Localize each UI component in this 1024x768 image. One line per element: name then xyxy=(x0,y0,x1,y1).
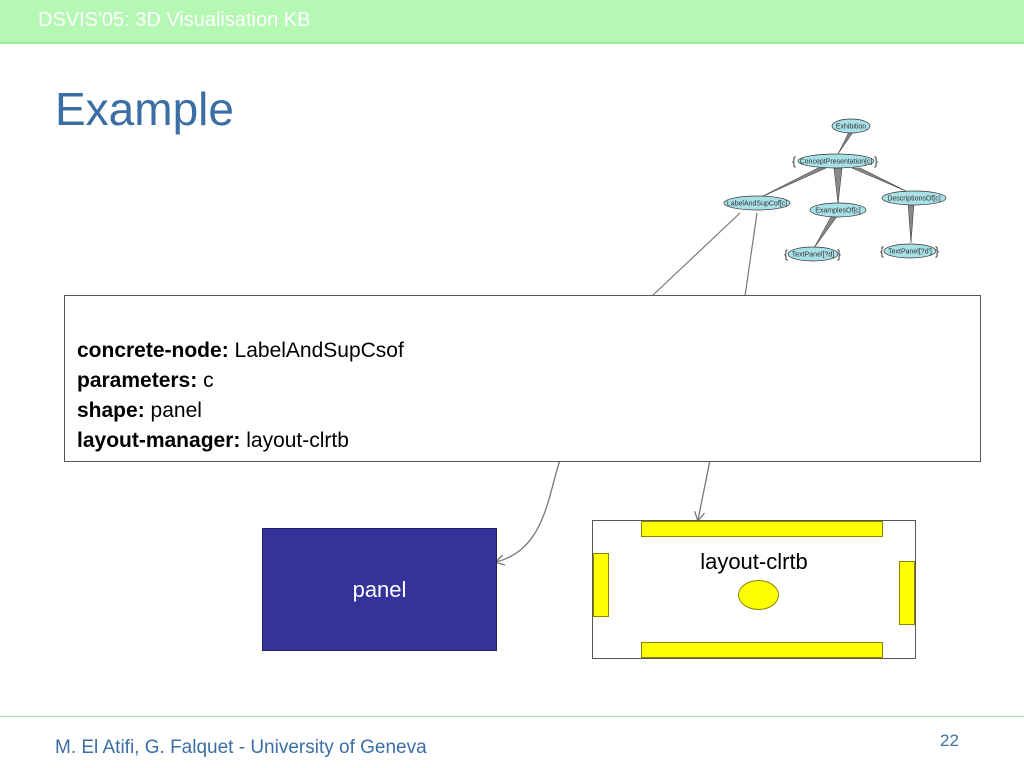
parameters-label: parameters: xyxy=(77,369,198,392)
slide-title: Example xyxy=(55,83,234,135)
edge-concept-examples xyxy=(833,167,843,205)
layout-center-circle xyxy=(738,580,779,610)
node-examples-of-label: ExamplesOf[c] xyxy=(815,208,861,215)
shape-label: shape: xyxy=(77,399,145,422)
header-title: DSVIS'05: 3D Visualisation KB xyxy=(38,9,311,31)
node-examples-of xyxy=(809,202,867,218)
edge-descriptions-textpanel xyxy=(907,202,915,244)
shape-value: panel xyxy=(150,399,202,422)
layout-manager-label: layout-manager: xyxy=(77,429,241,452)
tree-nodes xyxy=(723,118,947,262)
concrete-node-value: LabelAndSupCsof xyxy=(234,339,404,362)
parameters-value: c xyxy=(203,369,214,392)
pointer-line-right xyxy=(744,212,758,297)
footer-authors: M. El Atifi, G. Falquet - University of … xyxy=(55,737,427,758)
arrow-to-layout xyxy=(694,459,711,523)
node-exhibition xyxy=(831,118,871,134)
layout-manager-line: layout-manager: layout-clrtb xyxy=(77,426,404,456)
footer-divider xyxy=(0,716,1024,717)
layout-right-bar xyxy=(899,561,915,625)
concrete-node-line: concrete-node: LabelAndSupCsof xyxy=(77,336,404,366)
layout-clrtb-shape: layout-clrtb xyxy=(592,520,916,659)
layout-bottom-bar xyxy=(641,642,883,658)
header-bar: DSVIS'05: 3D Visualisation KB xyxy=(0,0,1024,44)
brace-close-textpanel-left: } xyxy=(837,247,841,261)
tree-edges xyxy=(758,131,915,249)
brace-close-concept: } xyxy=(874,154,878,168)
shape-line: shape: panel xyxy=(77,396,404,426)
node-textpanel-right-label: TextPanel[?d'] xyxy=(888,249,932,256)
node-label-and-supcof-label: LabelAndSupCof[c] xyxy=(727,201,787,208)
node-textpanel-right xyxy=(883,243,937,259)
panel-shape: panel xyxy=(262,528,497,651)
edge-exhibition-concept xyxy=(837,131,854,155)
layout-label: layout-clrtb xyxy=(700,549,808,574)
node-descriptions-of-label: DescriptionsOf[c] xyxy=(887,196,940,203)
pointer-line-left xyxy=(651,212,741,297)
parameters-line: parameters: c xyxy=(77,366,404,396)
edge-concept-descriptions xyxy=(851,167,909,193)
node-concept-presentation-label: ConceptPresentation[c] xyxy=(800,159,873,166)
node-exhibition-label: Exhibition xyxy=(836,124,866,131)
brace-open-textpanel-right: { xyxy=(880,244,884,258)
brace-open-concept: { xyxy=(792,154,796,168)
node-descriptions-of xyxy=(881,190,947,206)
panel-label: panel xyxy=(352,577,407,602)
node-concept-presentation xyxy=(797,153,875,169)
edge-concept-label xyxy=(758,167,827,199)
layout-left-bar xyxy=(593,553,609,617)
concrete-node-callout: concrete-node: LabelAndSupCsof parameter… xyxy=(64,295,981,462)
callout-pointers xyxy=(651,212,758,297)
edge-examples-textpanel xyxy=(813,214,839,249)
node-textpanel-left xyxy=(787,246,839,262)
layout-manager-value: layout-clrtb xyxy=(246,429,349,452)
page-number: 22 xyxy=(940,731,959,750)
layout-top-bar xyxy=(641,521,883,537)
concrete-node-label: concrete-node: xyxy=(77,339,229,362)
node-textpanel-left-label: TextPanel[?d] xyxy=(792,252,834,259)
brace-open-textpanel-left: { xyxy=(784,247,788,261)
node-label-and-supcof xyxy=(723,195,791,211)
callout-text: concrete-node: LabelAndSupCsof parameter… xyxy=(77,336,404,456)
arrow-to-panel xyxy=(493,459,561,566)
brace-close-textpanel-right: } xyxy=(935,244,939,258)
